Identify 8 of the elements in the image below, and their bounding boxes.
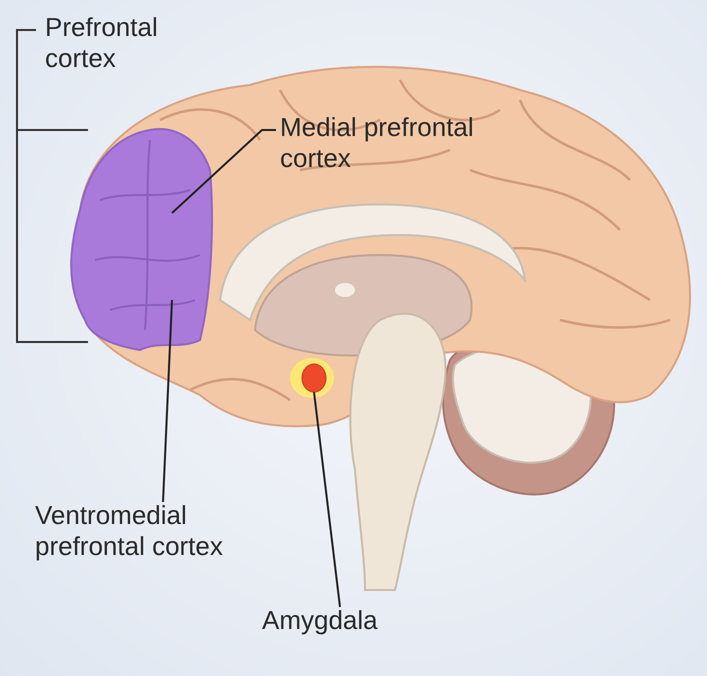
leader-line bbox=[171, 129, 276, 214]
leader-line bbox=[162, 300, 173, 502]
structure-label: Ventromedial prefrontal cortex bbox=[35, 500, 285, 562]
structure-label: Medial prefrontal cortex bbox=[280, 112, 530, 174]
amygdala-highlight bbox=[302, 364, 326, 392]
leader-line bbox=[313, 392, 341, 608]
region-label: Prefrontal cortex bbox=[45, 12, 159, 74]
structure-label: Amygdala bbox=[262, 605, 422, 636]
